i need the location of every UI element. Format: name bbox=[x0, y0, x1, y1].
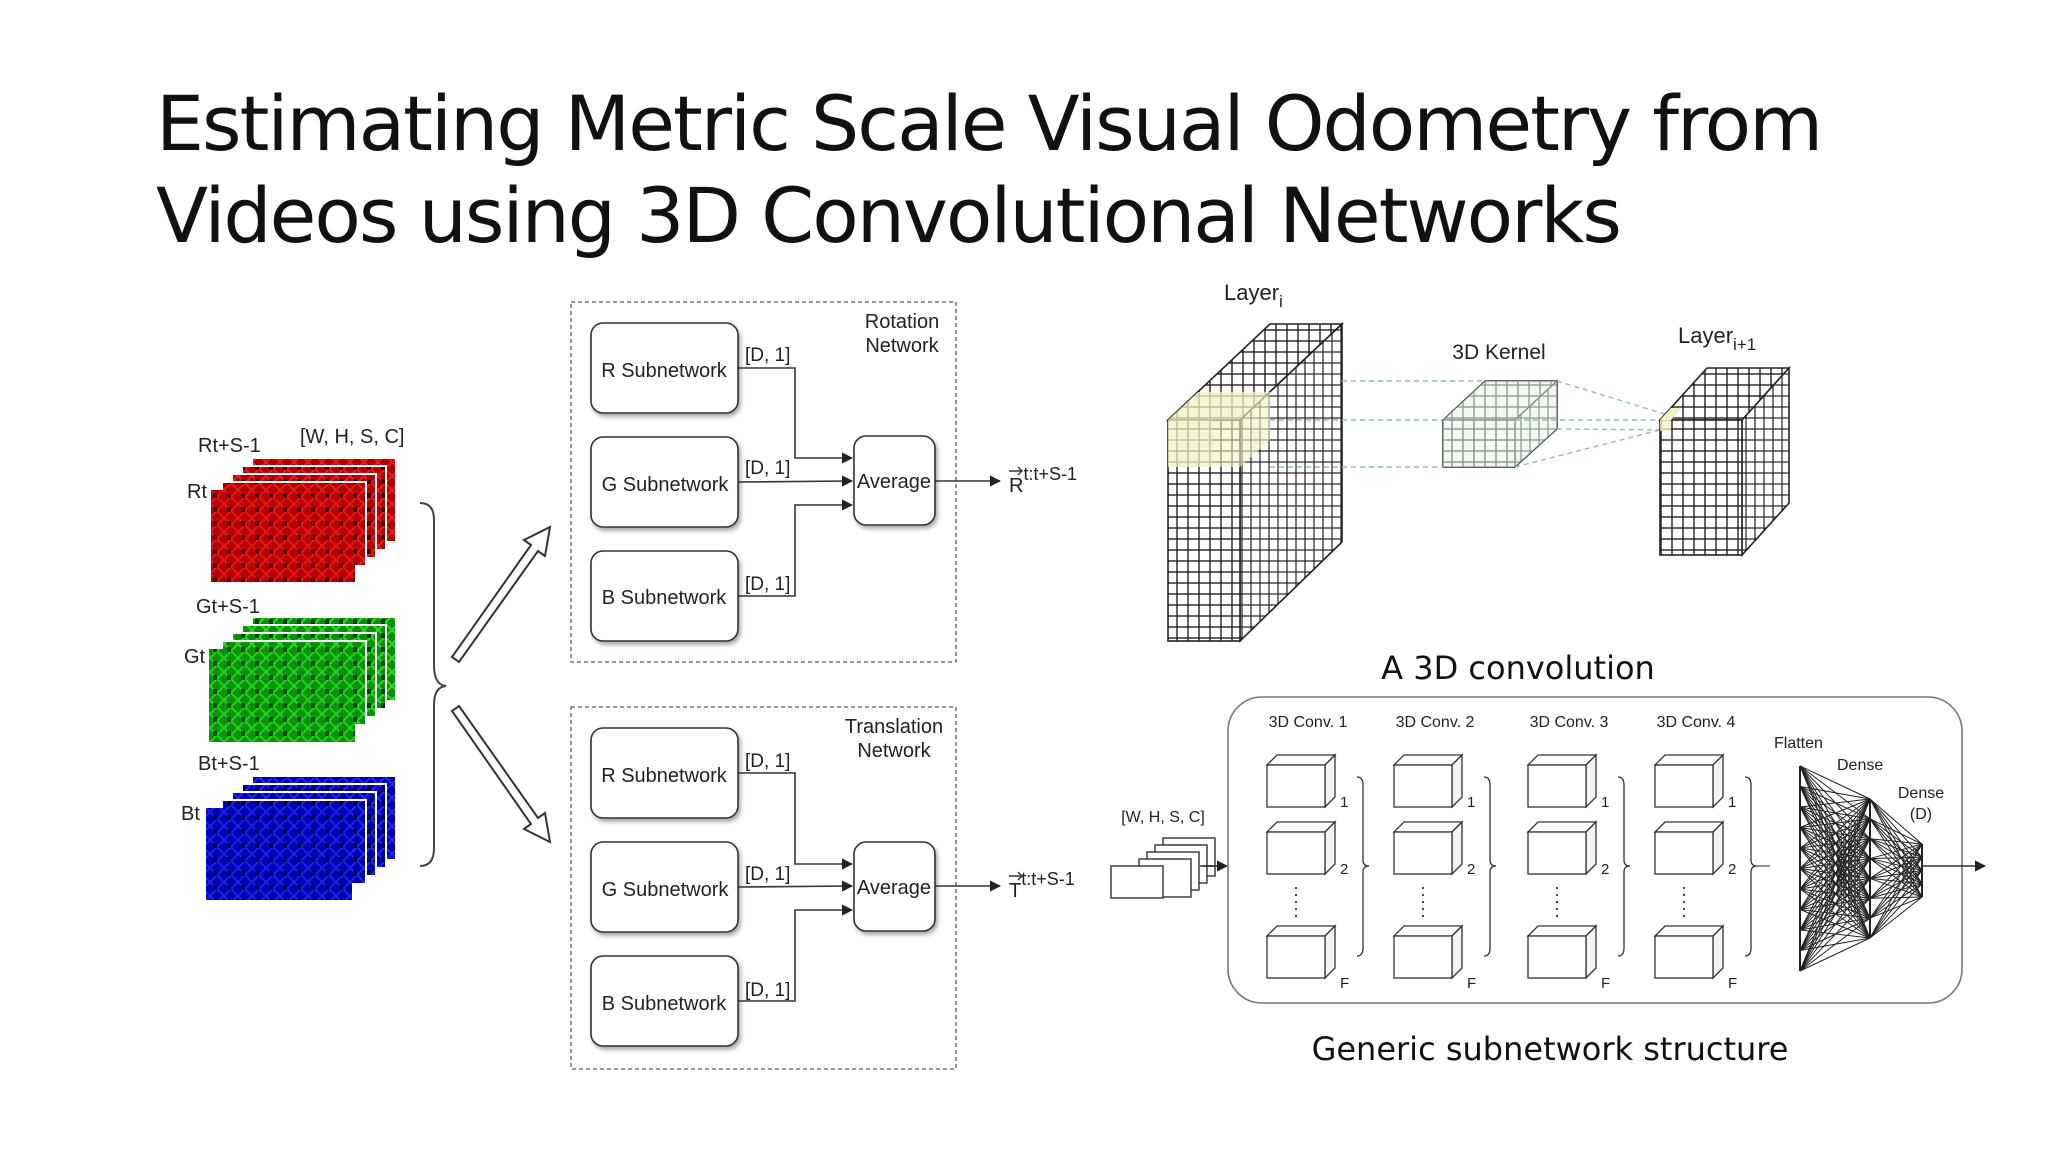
r-last-label: Rt+S-1 bbox=[198, 435, 261, 457]
conv3d-illustration: Layeri 3D Kernel bbox=[1165, 280, 1791, 687]
conv-filter-cube bbox=[1526, 753, 1598, 809]
green-frame-stack bbox=[209, 616, 397, 742]
blue-frame-stack bbox=[206, 775, 397, 900]
layer-i1-label: Layeri+1 bbox=[1678, 323, 1756, 354]
translation-output-label: Tt:t+S-1 bbox=[1009, 869, 1075, 902]
translation-dim-label-r: [D, 1] bbox=[745, 751, 790, 772]
rotation-output-label: Rt:t+S-1 bbox=[1009, 464, 1077, 497]
rotation-network: Rotation Network R Subnetwork G Subnetwo… bbox=[570, 301, 1077, 663]
b-last-label: Bt+S-1 bbox=[198, 753, 260, 775]
conv-filter-cube bbox=[1392, 820, 1464, 876]
translation-network-frame bbox=[570, 706, 957, 1070]
conv3d-caption: A 3D convolution bbox=[1381, 649, 1655, 687]
conv-label-4: 3D Conv. 4 bbox=[1657, 714, 1736, 731]
translation-network: Translation Network R Subnetwork G Subne… bbox=[570, 706, 1075, 1070]
conv-filter-index: 2 bbox=[1467, 861, 1475, 878]
rotation-dim-label-g: [D, 1] bbox=[745, 458, 790, 479]
input-shape-label: [W, H, S, C] bbox=[300, 426, 404, 448]
down-branch-arrow bbox=[450, 704, 552, 844]
conv-filter-index: 1 bbox=[1728, 794, 1736, 811]
r-first-label: Rt bbox=[187, 481, 207, 503]
dense-label: Dense bbox=[1837, 757, 1883, 774]
conv-filter-index: F bbox=[1340, 975, 1349, 992]
g-last-label: Gt+S-1 bbox=[196, 596, 260, 618]
red-frame-stack bbox=[211, 457, 397, 582]
rotation-dim-label-r: [D, 1] bbox=[745, 345, 790, 366]
dense-out-label-2: (D) bbox=[1910, 806, 1932, 823]
conv-label-2: 3D Conv. 2 bbox=[1396, 714, 1475, 731]
subnetwork-caption: Generic subnetwork structure bbox=[1312, 1030, 1789, 1068]
conv-filter-cube bbox=[1392, 924, 1464, 980]
layer-i-subscript: i bbox=[1279, 292, 1283, 311]
conv-filter-cube bbox=[1392, 753, 1464, 809]
slide-title: Estimating Metric Scale Visual Odometry … bbox=[156, 78, 1906, 262]
conv-filter-cube bbox=[1653, 924, 1725, 980]
conv-label-3: 3D Conv. 3 bbox=[1530, 714, 1609, 731]
layer-i-text: Layer bbox=[1224, 280, 1279, 305]
translation-output-symbol: T bbox=[1009, 880, 1021, 902]
dense-out-label-1: Dense bbox=[1898, 785, 1944, 802]
slide-title-line-2: Videos using 3D Convolutional Networks bbox=[156, 171, 1622, 260]
flatten-label: Flatten bbox=[1774, 735, 1823, 752]
translation-b-subnetwork-label: B Subnetwork bbox=[602, 993, 728, 1015]
conv-columns: 3D Conv. 1 1 2F 3D Conv. 2 1 2F 3D Conv. 3 1 2F 3… bbox=[1265, 714, 1758, 992]
conv-filter-index: F bbox=[1601, 975, 1610, 992]
rotation-network-title-1: Rotation bbox=[865, 311, 940, 333]
conv-filter-index: F bbox=[1728, 975, 1737, 992]
translation-dim-label-b: [D, 1] bbox=[745, 980, 790, 1001]
input-frame-stacks: [W, H, S, C] Rt+S-1 Rt Gt+S-1 Gt Bt+S-1 … bbox=[181, 426, 447, 900]
conv-filter-cube bbox=[1265, 924, 1337, 980]
conv-filter-cube bbox=[1526, 820, 1598, 876]
conv-filter-index: 1 bbox=[1340, 794, 1348, 811]
translation-dim-label-g: [D, 1] bbox=[745, 864, 790, 885]
conv-label-1: 3D Conv. 1 bbox=[1269, 714, 1348, 731]
rotation-output-symbol: R bbox=[1009, 475, 1023, 497]
input-brace bbox=[419, 502, 447, 867]
g-first-label: Gt bbox=[184, 646, 206, 668]
up-branch-arrow bbox=[450, 525, 552, 664]
conv-filter-index: 1 bbox=[1467, 794, 1475, 811]
conv-filter-index: 2 bbox=[1340, 861, 1348, 878]
subnet-outer-frame bbox=[1227, 696, 1963, 1004]
conv-filter-index: 2 bbox=[1728, 861, 1736, 878]
conv-filter-cube bbox=[1265, 753, 1337, 809]
rotation-g-subnetwork-label: G Subnetwork bbox=[602, 474, 730, 496]
rotation-average-label: Average bbox=[857, 471, 931, 493]
conv-filter-index: 1 bbox=[1601, 794, 1609, 811]
rotation-network-frame bbox=[570, 301, 957, 663]
layer-i1-subscript: i+1 bbox=[1733, 335, 1756, 354]
layer-i1-text: Layer bbox=[1678, 323, 1733, 348]
translation-r-subnetwork-label: R Subnetwork bbox=[601, 765, 728, 787]
conv-filter-cube bbox=[1653, 753, 1725, 809]
rotation-r-subnetwork-label: R Subnetwork bbox=[601, 360, 728, 382]
layer-i-block bbox=[1165, 322, 1345, 643]
translation-network-title-1: Translation bbox=[845, 716, 943, 738]
dense-layers bbox=[1757, 765, 1987, 972]
subnet-input-shape-label: [W, H, S, C] bbox=[1121, 809, 1205, 826]
translation-network-title-2: Network bbox=[857, 740, 931, 762]
layer-i-label: Layeri bbox=[1224, 280, 1283, 311]
translation-average-label: Average bbox=[857, 877, 931, 899]
projection-lines bbox=[1270, 380, 1672, 468]
conv-filter-index: F bbox=[1467, 975, 1476, 992]
conv-filter-index: 2 bbox=[1601, 861, 1609, 878]
kernel-cube bbox=[1441, 379, 1559, 469]
branch-arrows bbox=[450, 525, 552, 844]
conv-filter-cube bbox=[1653, 820, 1725, 876]
kernel-label: 3D Kernel bbox=[1452, 341, 1545, 364]
rotation-dim-label-b: [D, 1] bbox=[745, 574, 790, 595]
translation-g-subnetwork-label: G Subnetwork bbox=[602, 879, 730, 901]
conv-filter-cube bbox=[1265, 820, 1337, 876]
slide-title-line-1: Estimating Metric Scale Visual Odometry … bbox=[156, 79, 1823, 168]
subnet-input-frames bbox=[1110, 837, 1216, 899]
conv-filter-cube bbox=[1526, 924, 1598, 980]
rotation-network-title-2: Network bbox=[865, 335, 939, 357]
b-first-label: Bt bbox=[181, 803, 200, 825]
layer-i1-block bbox=[1658, 365, 1791, 558]
rotation-b-subnetwork-label: B Subnetwork bbox=[602, 587, 728, 609]
rotation-output-subscript: t:t+S-1 bbox=[1023, 464, 1077, 484]
translation-output-subscript: t:t+S-1 bbox=[1021, 869, 1075, 889]
